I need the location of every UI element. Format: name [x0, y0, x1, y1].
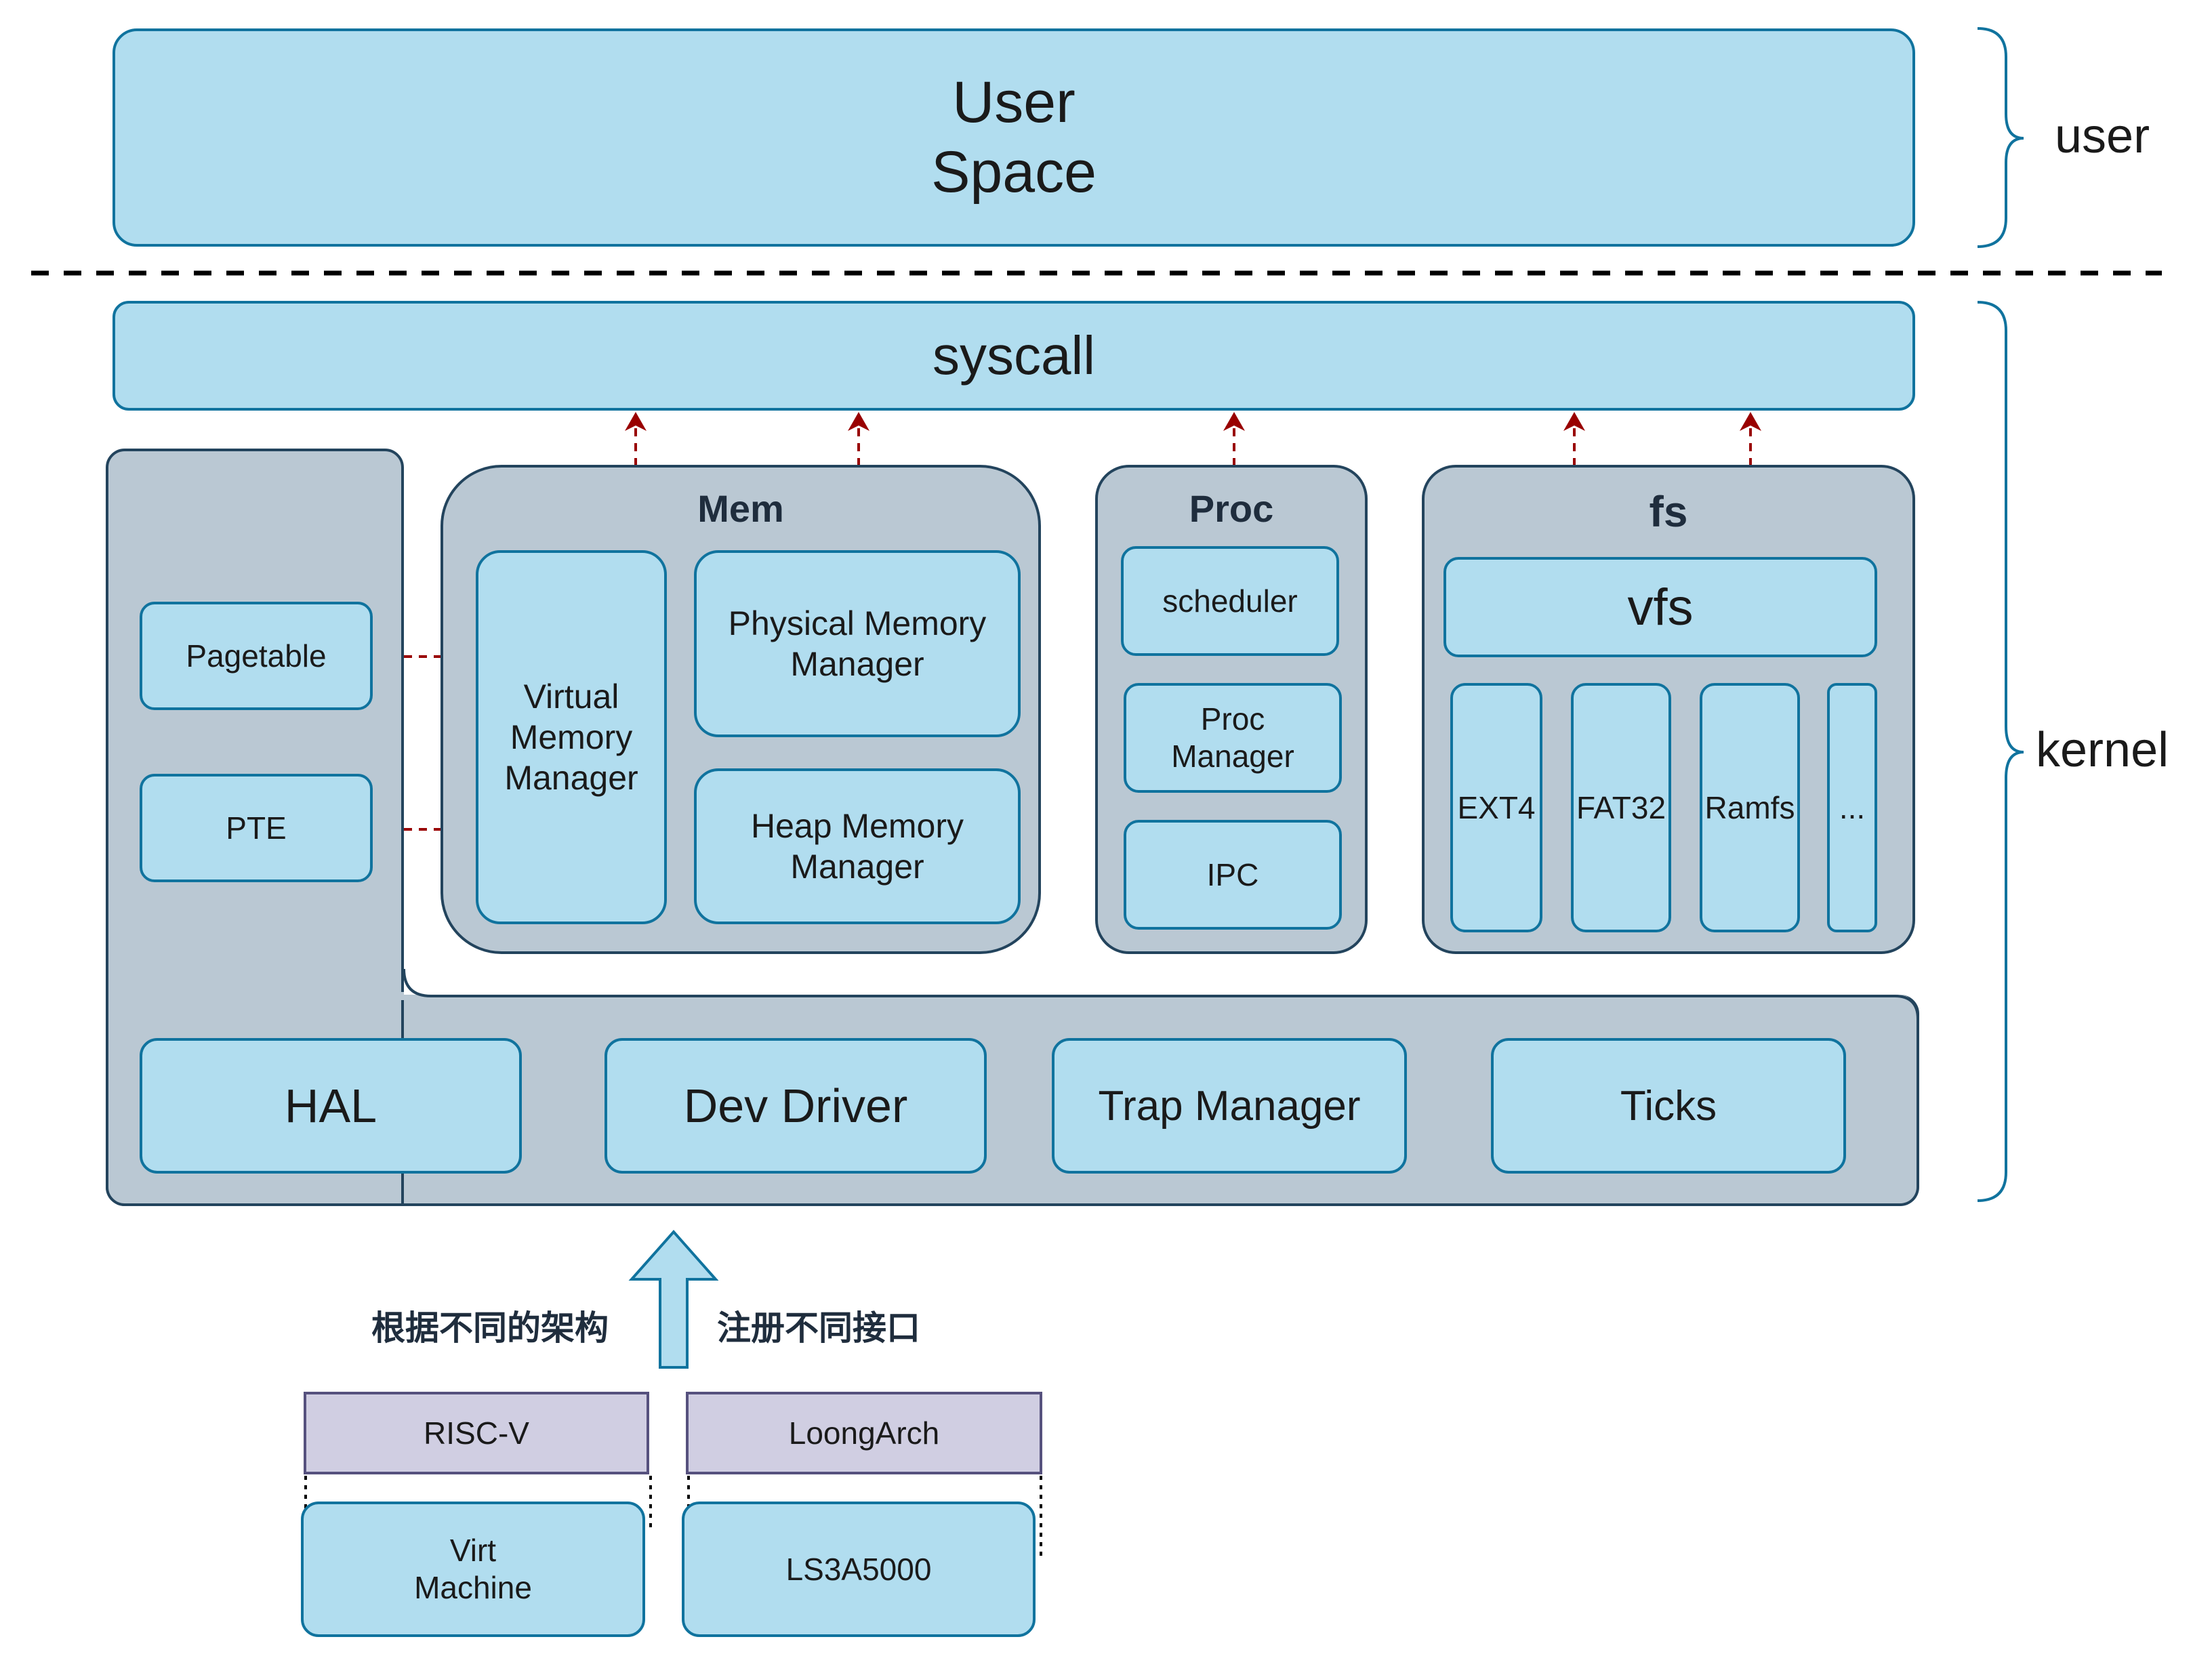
ticks-box: Ticks — [1491, 1038, 1846, 1174]
fat32-box: FAT32 — [1571, 683, 1671, 932]
proc-manager-box: Proc Manager — [1124, 683, 1342, 793]
physical-memory-manager-box: Physical Memory Manager — [694, 550, 1021, 737]
user-space-box: User Space — [112, 28, 1915, 247]
loongarch-box: LoongArch — [686, 1392, 1042, 1474]
register-interface-arrow — [628, 1229, 719, 1369]
ext4-box: EXT4 — [1450, 683, 1542, 932]
riscv-box: RISC-V — [304, 1392, 649, 1474]
syscall-box: syscall — [112, 301, 1915, 411]
kernel-brace — [1977, 301, 2024, 1202]
fs-title: fs — [1649, 487, 1688, 536]
user-brace — [1977, 27, 2024, 248]
arch-note-left: 根据不同的架构 — [371, 1309, 609, 1347]
heap-memory-manager-box: Heap Memory Manager — [694, 768, 1021, 924]
trap-manager-box: Trap Manager — [1052, 1038, 1407, 1174]
arch-note-right: 注册不同接口 — [717, 1309, 920, 1347]
ipc-box: IPC — [1124, 820, 1342, 930]
dev-driver-box: Dev Driver — [605, 1038, 987, 1174]
user-bracket-label: user — [2055, 109, 2150, 163]
proc-title: Proc — [1189, 487, 1274, 530]
ramfs-box: Ramfs — [1700, 683, 1800, 932]
hal-box: HAL — [140, 1038, 522, 1174]
pte-box: PTE — [140, 774, 373, 882]
more-fs-box: ... — [1827, 683, 1877, 932]
ls3a5000-box: LS3A5000 — [682, 1502, 1036, 1637]
virt-machine-box: Virt Machine — [301, 1502, 645, 1637]
kernel-bracket-label: kernel — [2036, 723, 2169, 777]
vfs-box: vfs — [1443, 557, 1877, 657]
scheduler-box: scheduler — [1121, 546, 1339, 656]
mem-title: Mem — [697, 487, 784, 530]
pagetable-box: Pagetable — [140, 602, 373, 710]
virtual-memory-manager-box: Virtual Memory Manager — [476, 550, 667, 924]
